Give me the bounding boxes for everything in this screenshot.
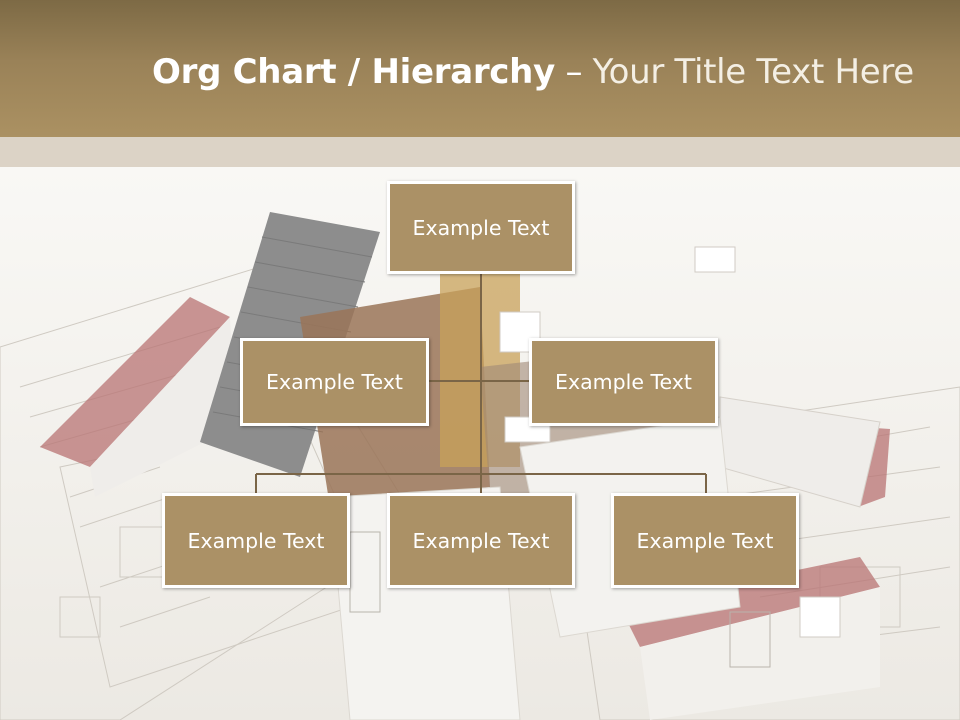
org-node-top-label: Example Text: [412, 215, 550, 240]
org-node-child-2-label: Example Text: [412, 528, 550, 553]
title-rest: Your Title Text Here: [592, 52, 915, 92]
org-node-child-3[interactable]: Example Text: [611, 493, 799, 588]
title-bold: Org Chart / Hierarchy: [152, 52, 555, 92]
org-node-child-2[interactable]: Example Text: [387, 493, 575, 588]
org-node-child-1[interactable]: Example Text: [162, 493, 350, 588]
org-node-top[interactable]: Example Text: [387, 181, 575, 274]
org-node-assistant-left-label: Example Text: [266, 370, 403, 394]
org-node-child-3-label: Example Text: [636, 528, 774, 553]
header-subband: [0, 137, 960, 167]
org-node-assistant-right-label: Example Text: [555, 370, 692, 394]
org-node-assistant-right[interactable]: Example Text: [529, 338, 718, 426]
org-node-assistant-left[interactable]: Example Text: [240, 338, 429, 426]
slide-title: Org Chart / Hierarchy – Your Title Text …: [152, 52, 914, 92]
title-dash: –: [554, 52, 593, 92]
header-band: [0, 0, 960, 137]
org-node-child-1-label: Example Text: [187, 528, 325, 553]
